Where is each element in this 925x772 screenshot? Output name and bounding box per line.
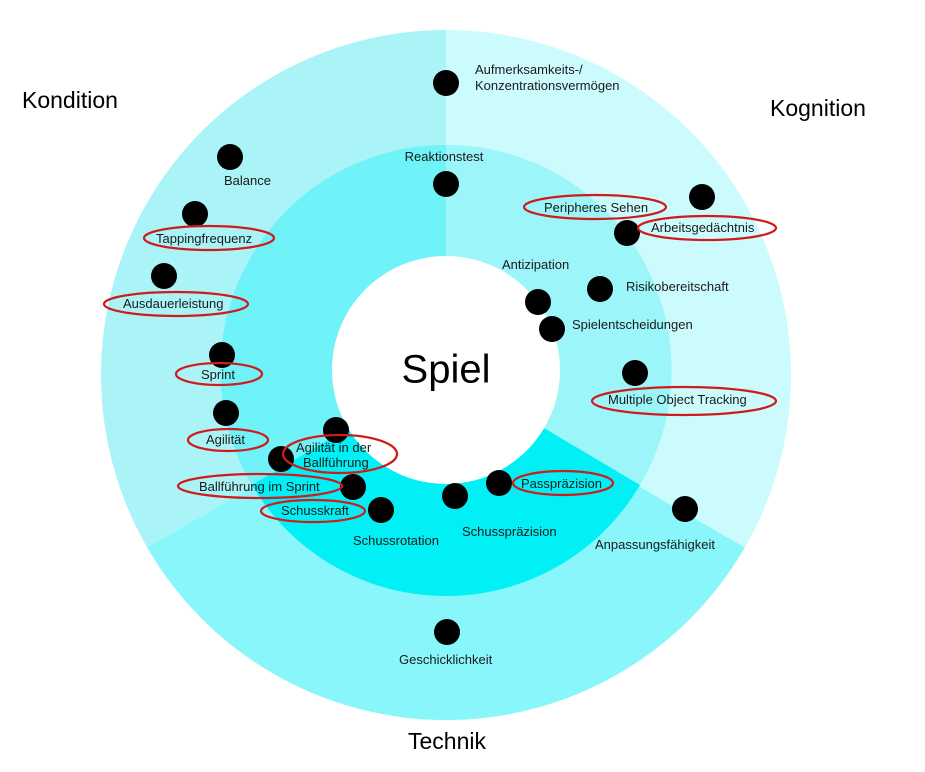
highlight-tappingfrequenz <box>142 224 276 252</box>
dots <box>151 70 715 645</box>
label-anpassungsfaehigkeit: Anpassungsfähigkeit <box>595 537 715 552</box>
highlight-arbeitsgedaechtnis <box>636 214 778 242</box>
label-multiple-object-tracking: Multiple Object Tracking <box>608 392 747 407</box>
category-kondition: Kondition <box>22 87 118 113</box>
label-arbeitsgedaechtnis: Arbeitsgedächtnis <box>651 220 755 235</box>
label-sprint: Sprint <box>201 367 235 382</box>
dot-agilitaet <box>213 400 239 426</box>
dot-risikobereitschaft <box>587 276 613 302</box>
dot-spielentscheidungen <box>539 316 565 342</box>
highlight-passpraezision <box>511 469 615 497</box>
label-ausdauerleistung: Ausdauerleistung <box>123 296 223 311</box>
dot-antizipation <box>525 289 551 315</box>
label-risikobereitschaft: Risikobereitschaft <box>626 279 729 294</box>
dot-passpraezision <box>486 470 512 496</box>
dot-aufmerksamkeit <box>433 70 459 96</box>
dot-sprint <box>209 342 235 368</box>
dot-ausdauerleistung <box>151 263 177 289</box>
label-schusspraezision: Schusspräzision <box>462 524 557 539</box>
dot-schusskraft <box>368 497 394 523</box>
label-aufmerksamkeit-line2: Konzentrationsvermögen <box>475 78 620 93</box>
label-tappingfrequenz: Tappingfrequenz <box>156 231 252 246</box>
dot-anpassungsfaehigkeit <box>672 496 698 522</box>
label-schussrotation: Schussrotation <box>353 533 439 548</box>
label-schusskraft: Schusskraft <box>281 503 349 518</box>
label-aufmerksamkeit-line1: Aufmerksamkeits-/ <box>475 62 583 77</box>
label-antizipation: Antizipation <box>502 257 569 272</box>
center-label: Spiel <box>402 348 491 392</box>
highlight-agilitaet-ballfuehrung <box>281 433 399 475</box>
category-kognition: Kognition <box>770 95 866 121</box>
label-balance: Balance <box>224 173 271 188</box>
dot-ballfuehrung-sprint <box>268 446 294 472</box>
dot-balance <box>217 144 243 170</box>
highlight-marks <box>102 193 778 524</box>
dot-peripheres-sehen <box>689 184 715 210</box>
dot-arbeitsgedaechtnis <box>614 220 640 246</box>
label-spielentscheidungen: Spielentscheidungen <box>572 317 693 332</box>
dot-agilitaet-ballfuehrung <box>323 417 349 443</box>
label-agilitaet-ballfuehrung-line2: Ballführung <box>303 455 369 470</box>
highlight-ballfuehrung-sprint <box>176 472 344 500</box>
highlight-peripheres-sehen <box>522 193 668 221</box>
highlight-agilitaet <box>186 427 270 453</box>
labels: Aufmerksamkeits-/ Konzentrationsvermögen… <box>123 62 755 667</box>
dot-reaktionstest <box>433 171 459 197</box>
highlight-sprint <box>174 361 264 387</box>
label-geschicklichkeit: Geschicklichkeit <box>399 652 493 667</box>
dot-multiple-object-tracking <box>622 360 648 386</box>
dot-geschicklichkeit <box>434 619 460 645</box>
center-disc <box>332 256 560 484</box>
dot-tappingfrequenz <box>182 201 208 227</box>
dot-schusspraezision <box>442 483 468 509</box>
highlight-multiple-object-tracking <box>590 385 778 417</box>
highlight-schusskraft <box>259 498 367 524</box>
highlight-ausdauerleistung <box>102 290 250 318</box>
dot-schussrotation <box>340 474 366 500</box>
category-technik: Technik <box>408 728 486 754</box>
label-agilitaet-ballfuehrung-line1: Agilität in der <box>296 440 372 455</box>
label-ballfuehrung-sprint: Ballführung im Sprint <box>199 479 320 494</box>
label-peripheres-sehen: Peripheres Sehen <box>544 200 648 215</box>
label-reaktionstest: Reaktionstest <box>405 149 484 164</box>
label-agilitaet: Agilität <box>206 432 245 447</box>
label-passpraezision: Passpräzision <box>521 476 602 491</box>
